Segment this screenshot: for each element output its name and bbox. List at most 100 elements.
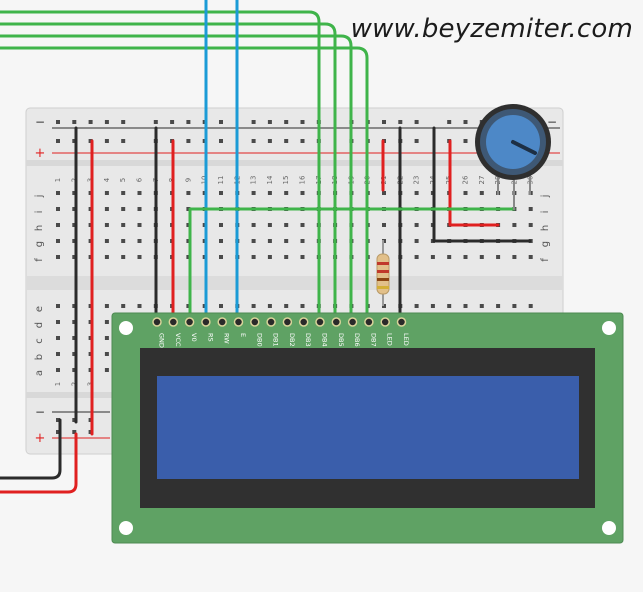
- breadboard-hole: [447, 255, 452, 259]
- breadboard-hole: [251, 191, 256, 195]
- breadboard-hole: [528, 255, 533, 259]
- breadboard-hole: [267, 304, 272, 308]
- lcd-pin: [331, 317, 342, 327]
- lcd-pin: [201, 317, 211, 327]
- breadboard-hole: [56, 120, 60, 124]
- breadboard-hole: [414, 223, 419, 227]
- breadboard-hole: [121, 207, 126, 211]
- column-number: 1: [54, 178, 62, 182]
- lcd-pin: [168, 317, 179, 327]
- breadboard-hole: [186, 191, 191, 195]
- column-number: 2: [70, 178, 78, 182]
- column-number-bottom: 2: [70, 382, 78, 386]
- row-label-e: e: [34, 306, 45, 312]
- wire-green-db6: [0, 34, 353, 324]
- rail-minus-label-top: −: [35, 115, 45, 129]
- breadboard-hole: [219, 255, 223, 259]
- breadboard-hole: [121, 255, 126, 259]
- breadboard-hole: [104, 304, 109, 308]
- breadboard-hole: [219, 191, 223, 195]
- lcd-pin: [217, 317, 227, 327]
- breadboard-hole: [414, 120, 419, 124]
- breadboard-hole: [267, 120, 272, 124]
- breadboard-hole: [300, 304, 305, 308]
- breadboard-hole: [56, 239, 60, 243]
- breadboard-hole: [121, 120, 126, 124]
- breadboard-hole: [251, 120, 256, 124]
- row-label-f-right: f: [540, 258, 551, 262]
- breadboard-hole: [512, 304, 517, 308]
- row-label-g-right: g: [540, 241, 551, 247]
- breadboard-hole: [414, 239, 419, 243]
- breadboard-hole: [72, 336, 77, 340]
- breadboard-hole: [479, 255, 484, 259]
- breadboard-hole: [72, 120, 77, 124]
- breadboard-hole: [56, 368, 60, 372]
- column-number: 26: [462, 175, 470, 184]
- wire-green-db7: [0, 46, 369, 324]
- breadboard-hole: [72, 368, 77, 372]
- breadboard-hole: [267, 255, 272, 259]
- breadboard-hole: [284, 139, 289, 143]
- breadboard-hole: [104, 239, 109, 243]
- breadboard-hole: [284, 304, 289, 308]
- watermark-text: www.beyzemiter.com: [350, 14, 633, 44]
- breadboard-hole: [56, 139, 60, 143]
- lcd-pin: [250, 317, 260, 327]
- breadboard-hole: [463, 255, 468, 259]
- breadboard-hole: [528, 223, 533, 227]
- breadboard-hole: [121, 191, 126, 195]
- rail-minus-label-right: −: [547, 115, 557, 129]
- wires: [0, 0, 532, 494]
- breadboard-hole: [219, 304, 223, 308]
- breadboard-hole: [496, 255, 501, 259]
- breadboard-hole: [382, 191, 386, 195]
- column-number-bottom: 1: [54, 382, 62, 386]
- lcd-mount-hole: [119, 321, 133, 335]
- breadboard-hole: [430, 255, 435, 259]
- breadboard-hole: [56, 352, 60, 356]
- lcd-screen: [157, 376, 579, 479]
- lcd-pin-label: DB4: [321, 333, 329, 347]
- breadboard-hole: [56, 304, 60, 308]
- breadboard-hole: [104, 207, 109, 211]
- column-number: 4: [103, 177, 111, 182]
- lcd-pin: [282, 317, 293, 327]
- breadboard-hole: [56, 191, 60, 195]
- row-label-i-right: i: [540, 211, 551, 214]
- lcd-pin: [184, 317, 195, 327]
- lcd-pin: [315, 317, 325, 327]
- column-number: 27: [478, 176, 486, 185]
- breadboard-hole: [121, 239, 126, 243]
- breadboard-hole: [512, 223, 517, 227]
- breadboard-hole: [56, 223, 60, 227]
- breadboard-hole: [170, 120, 175, 124]
- lcd-pin-label: DB2: [288, 333, 296, 347]
- breadboard-hole: [56, 430, 60, 434]
- breadboard-hole: [186, 239, 191, 243]
- breadboard-hole: [219, 120, 223, 124]
- wire-green-db5: [0, 22, 337, 324]
- breadboard-hole: [284, 223, 289, 227]
- row-label-j: j: [34, 195, 45, 199]
- breadboard-hole: [56, 336, 60, 340]
- breadboard-hole: [56, 320, 60, 324]
- breadboard-hole: [72, 352, 77, 356]
- breadboard-hole: [137, 207, 142, 211]
- breadboard-hole: [88, 120, 93, 124]
- breadboard-hole: [251, 139, 256, 143]
- breadboard-hole: [300, 191, 305, 195]
- lcd-pin: [347, 317, 358, 327]
- lcd-pin-label: GND: [158, 333, 166, 348]
- lcd-pin-label: DB3: [304, 333, 312, 347]
- row-label-j-right: j: [540, 195, 551, 199]
- breadboard-hole: [56, 207, 60, 211]
- resistor-band: [377, 262, 389, 265]
- breadboard-hole: [267, 139, 272, 143]
- wire-green-v0: [188, 207, 516, 324]
- breadboard-hole: [72, 304, 77, 308]
- breadboard-hole: [219, 239, 223, 243]
- breadboard-hole: [72, 191, 77, 195]
- row-label-f: f: [34, 258, 45, 262]
